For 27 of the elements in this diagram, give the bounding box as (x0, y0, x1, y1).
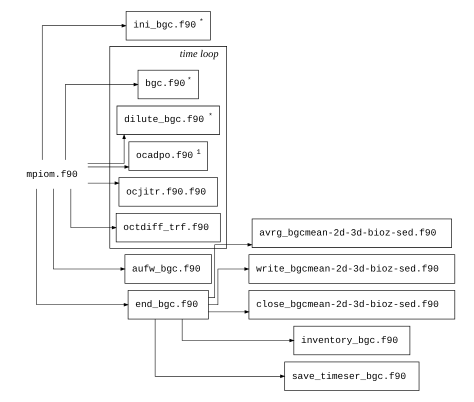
arrow (182, 318, 295, 342)
node-box: aufw_bgc.f90 (124, 254, 212, 284)
node-box: avrg_bgcmean-2d-3d-bioz-sed.f90 (252, 218, 452, 248)
node-box: inventory_bgc.f90 (294, 326, 410, 356)
node-box: close_bgcmean-2d-3d-bioz-sed.f90 (248, 290, 456, 320)
node-box: save_timeser_bgc.f90 (284, 362, 420, 391)
arrow (65, 82, 139, 160)
arrow (36, 188, 129, 307)
node-box: ocadpo.f90$^{1}$ (128, 141, 208, 171)
arrow (208, 242, 253, 298)
arrow (208, 267, 250, 306)
arrow (70, 188, 117, 230)
node-box: end_bgc.f90 (128, 290, 209, 320)
arrow (88, 165, 130, 169)
node-box: ocjitr.f90.f90 (118, 177, 218, 206)
node-box: dilute_bgc.f90$^{*}$ (116, 106, 220, 135)
arrow (87, 134, 126, 164)
arrow (154, 318, 286, 378)
arrow (53, 188, 126, 271)
arrow (208, 310, 250, 314)
node-box: octdiff_trf.f90 (116, 213, 221, 242)
node-box: bgc.f90$^{*}$ (138, 70, 199, 100)
arrow (88, 181, 120, 185)
node-box: write_bgcmean-2d-3d-bioz-sed.f90 (248, 254, 456, 284)
node-box: ini_bgc.f90$^{*}$ (126, 11, 211, 40)
arrow (42, 24, 127, 160)
node-text: mpiom.f90 (26, 168, 78, 180)
